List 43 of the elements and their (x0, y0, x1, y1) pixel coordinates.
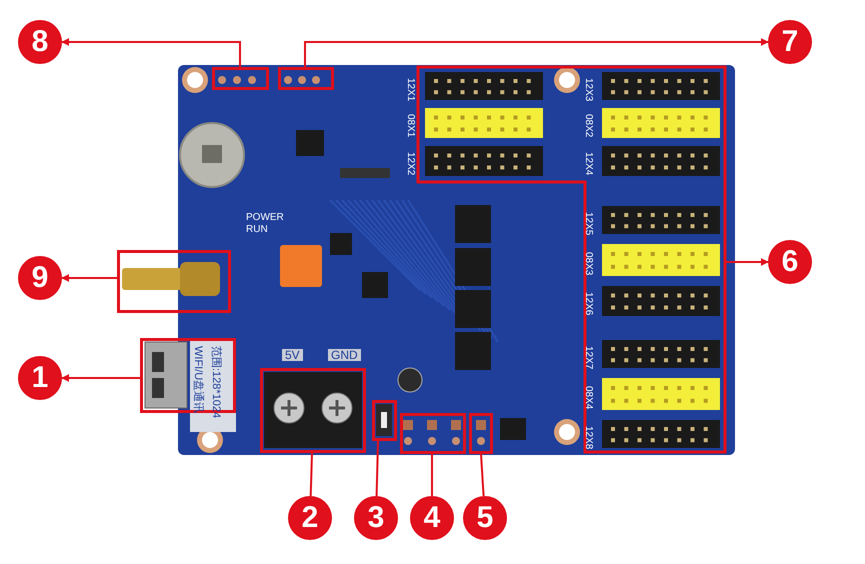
silkscreen-label: 08X1 (404, 114, 416, 138)
silkscreen-label: 12X7 (582, 346, 594, 370)
highlight-frame (416, 66, 726, 454)
leader-line (304, 38, 769, 67)
terminal-label: 5V (282, 349, 303, 361)
sticker-text: WIFI/U盘通讯 (192, 346, 204, 414)
callout-number: 8 (18, 20, 62, 64)
leader-line (61, 374, 140, 382)
leader-line (61, 274, 117, 282)
leader-line (725, 258, 769, 266)
leader-line (61, 38, 241, 67)
silkscreen-label: 12X1 (404, 78, 416, 102)
callout-number: 5 (463, 496, 507, 540)
silkscreen-label: 12X2 (404, 152, 416, 176)
silkscreen-label: 08X4 (582, 386, 594, 410)
silkscreen-label: 12X4 (582, 152, 594, 176)
highlight-frame (469, 413, 493, 454)
leader-line (431, 454, 433, 496)
callout-number: 3 (354, 496, 398, 540)
highlight-frame (400, 413, 466, 454)
silkscreen-label: 12X6 (582, 292, 594, 316)
callout-number: 1 (18, 356, 62, 400)
silkscreen-label: 08X2 (582, 114, 594, 138)
callout-number: 6 (768, 240, 812, 284)
silkscreen-label: POWER (246, 212, 284, 224)
sticker-text: 范围:128*1024 (210, 346, 222, 418)
terminal-label: GND (328, 349, 361, 361)
silkscreen-label: 12X8 (582, 426, 594, 450)
leader-line (376, 440, 379, 496)
callout-number: 2 (288, 496, 332, 540)
highlight-frame (372, 400, 397, 441)
silkscreen-label: RUN (246, 224, 268, 236)
callout-number: 7 (768, 20, 812, 64)
silkscreen-label: 12X3 (582, 78, 594, 102)
highlight-frame (212, 67, 269, 90)
callout-number: 9 (18, 256, 62, 300)
highlight-frame (278, 67, 334, 90)
callout-number: 4 (410, 496, 454, 540)
leader-line (310, 452, 313, 496)
highlight-frame (117, 250, 231, 313)
silkscreen-label: 08X3 (582, 252, 594, 276)
leader-line (480, 454, 485, 496)
silkscreen-label: 12X5 (582, 212, 594, 236)
